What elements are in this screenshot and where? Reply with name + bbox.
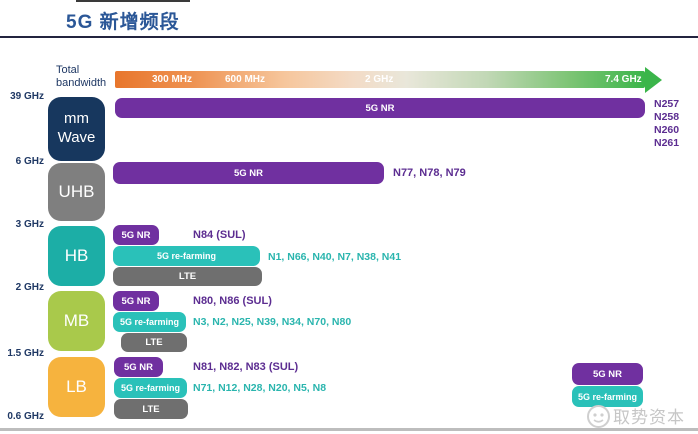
code-n257: N257 (654, 98, 680, 110)
codes-lb-refarming: N71, N12, N28, N20, N5, N8 (193, 382, 327, 394)
band-box-mmwave: mm Wave (48, 97, 105, 161)
bar-mb-lte: LTE (121, 333, 187, 352)
page-title: 5G 新增频段 (66, 12, 180, 33)
legend-refarming: 5G re-farming (572, 386, 643, 407)
watermark-logo-icon (585, 402, 612, 434)
top-edge-fragment (76, 0, 190, 2)
codes-hb-nr: N84 (SUL) (193, 229, 246, 241)
codes-mmwave: N257 N258 N260 N261 (654, 98, 679, 150)
title-underline (0, 36, 698, 38)
band-box-lb: LB (48, 357, 105, 417)
codes-mb-refarming: N3, N2, N25, N39, N34, N70, N80 (193, 316, 352, 328)
freq-tick-6ghz: 6 GHz (15, 156, 44, 167)
freq-tick-06ghz: 0.6 GHz (7, 411, 44, 422)
code-n261: N261 (654, 137, 680, 149)
band-box-mb: MB (48, 291, 105, 351)
scale-tick-74ghz: 7.4 GHz (605, 74, 642, 85)
codes-hb-refarming: N1, N66, N40, N7, N38, N41 (268, 251, 402, 263)
band-box-hb: HB (48, 226, 105, 286)
bar-hb-lte: LTE (113, 267, 262, 286)
scale-tick-600mhz: 600 MHz (225, 74, 266, 85)
watermark-text: 取势资本 (613, 408, 685, 427)
freq-tick-2ghz: 2 GHz (15, 282, 44, 293)
code-n260: N260 (654, 124, 680, 136)
bar-hb-5gnr: 5G NR (113, 225, 159, 245)
freq-tick-39ghz: 39 GHz (10, 91, 44, 102)
freq-tick-3ghz: 3 GHz (15, 219, 44, 230)
bar-lb-refarming: 5G re-farming (114, 378, 187, 398)
bar-lb-lte: LTE (114, 399, 188, 419)
bar-hb-refarming: 5G re-farming (113, 246, 260, 266)
legend-5gnr: 5G NR (572, 363, 643, 385)
codes-uhb: N77, N78, N79 (393, 167, 466, 179)
bar-mb-refarming: 5G re-farming (113, 312, 186, 332)
bar-lb-5gnr: 5G NR (114, 357, 163, 377)
scale-tick-300mhz: 300 MHz (152, 74, 193, 85)
total-bandwidth-label: Total bandwidth (56, 64, 107, 90)
scale-tick-2ghz: 2 GHz (365, 74, 394, 85)
bottom-divider (0, 428, 698, 431)
frequency-scale-arrow: 300 MHz 600 MHz 2 GHz 7.4 GHz (115, 71, 645, 88)
freq-tick-15ghz: 1.5 GHz (7, 348, 44, 359)
bar-uhb-5gnr: 5G NR (113, 162, 384, 184)
arrowhead-icon (645, 67, 662, 93)
code-n258: N258 (654, 111, 680, 123)
bar-mmwave-5gnr: 5G NR (115, 98, 645, 118)
band-box-uhb: UHB (48, 163, 105, 221)
bar-mb-5gnr: 5G NR (113, 291, 159, 311)
codes-mb-nr: N80, N86 (SUL) (193, 295, 272, 307)
codes-lb-nr: N81, N82, N83 (SUL) (193, 361, 299, 373)
